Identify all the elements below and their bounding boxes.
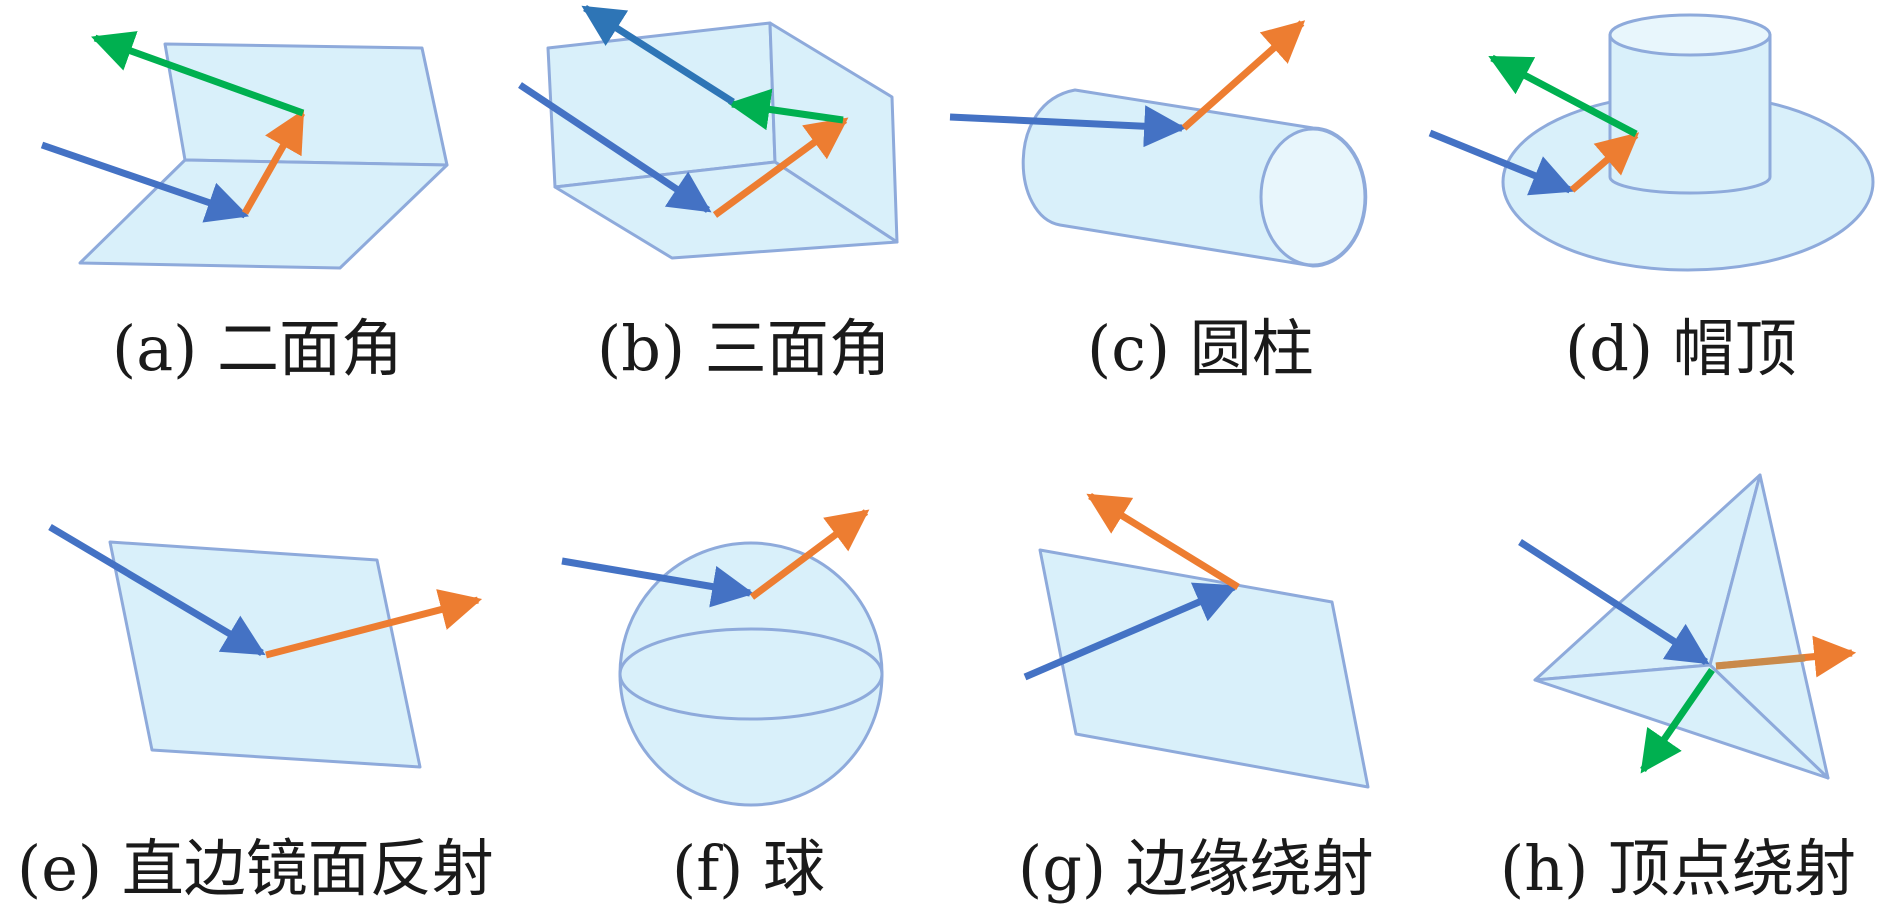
- caption-d: (d) 帽顶: [1565, 312, 1797, 385]
- sphere-body: [618, 541, 884, 807]
- dihedral-vertical-plate: [163, 42, 449, 167]
- reflected-ray-1: [241, 109, 306, 215]
- caption-h: (h) 顶点绕射: [1500, 832, 1857, 905]
- incident-ray: [1518, 539, 1710, 665]
- sphere-equator: [618, 627, 884, 721]
- panel-a-dihedral: [40, 31, 449, 270]
- caption-g: (g) 边缘绕射: [1018, 832, 1374, 905]
- reflected-ray-1: [712, 117, 849, 218]
- panel-h-vertex-diffraction: [1518, 473, 1857, 780]
- hat-crown: [1608, 33, 1772, 195]
- incident-ray: [1023, 582, 1238, 681]
- incident-ray: [40, 141, 249, 223]
- caption-a: (a) 二面角: [112, 312, 404, 385]
- flat-plate: [1038, 548, 1370, 789]
- reflected-ray: [265, 589, 483, 659]
- reflected-ray-2: [1488, 54, 1638, 138]
- reflected-ray: [1181, 20, 1306, 131]
- panel-f-sphere: [561, 509, 884, 807]
- panel-e-straight-edge-specular: [48, 523, 483, 769]
- incident-ray: [1428, 129, 1574, 196]
- panel-d-top-hat: [1428, 13, 1875, 272]
- panel-b-trihedral: [518, 5, 899, 260]
- caption-b: (b) 三面角: [597, 312, 891, 385]
- incident-ray: [518, 82, 712, 213]
- caption-e: (e) 直边镜面反射: [17, 832, 494, 905]
- reflected-ray-1: [1569, 132, 1640, 193]
- reflected-ray: [749, 509, 870, 600]
- incident-ray: [561, 557, 755, 608]
- panel-c-cylinder: [949, 20, 1368, 268]
- diffracted-ray-1-base: [1715, 654, 1806, 670]
- diffracted-ray: [1086, 493, 1240, 590]
- flat-plate: [108, 540, 422, 769]
- caption-f: (f) 球: [672, 832, 826, 905]
- panel-g-edge-diffraction: [1023, 493, 1370, 789]
- caption-c: (c) 圆柱: [1087, 312, 1314, 385]
- hat-crown-top: [1608, 13, 1772, 57]
- incident-ray: [949, 105, 1187, 148]
- cylinder-end-cap: [1259, 127, 1367, 267]
- reflected-ray-2: [91, 31, 305, 117]
- reflected-ray-2: [727, 88, 844, 131]
- incident-ray: [48, 523, 266, 657]
- diffracted-ray-2: [1640, 668, 1715, 774]
- reflected-ray-3: [581, 5, 735, 105]
